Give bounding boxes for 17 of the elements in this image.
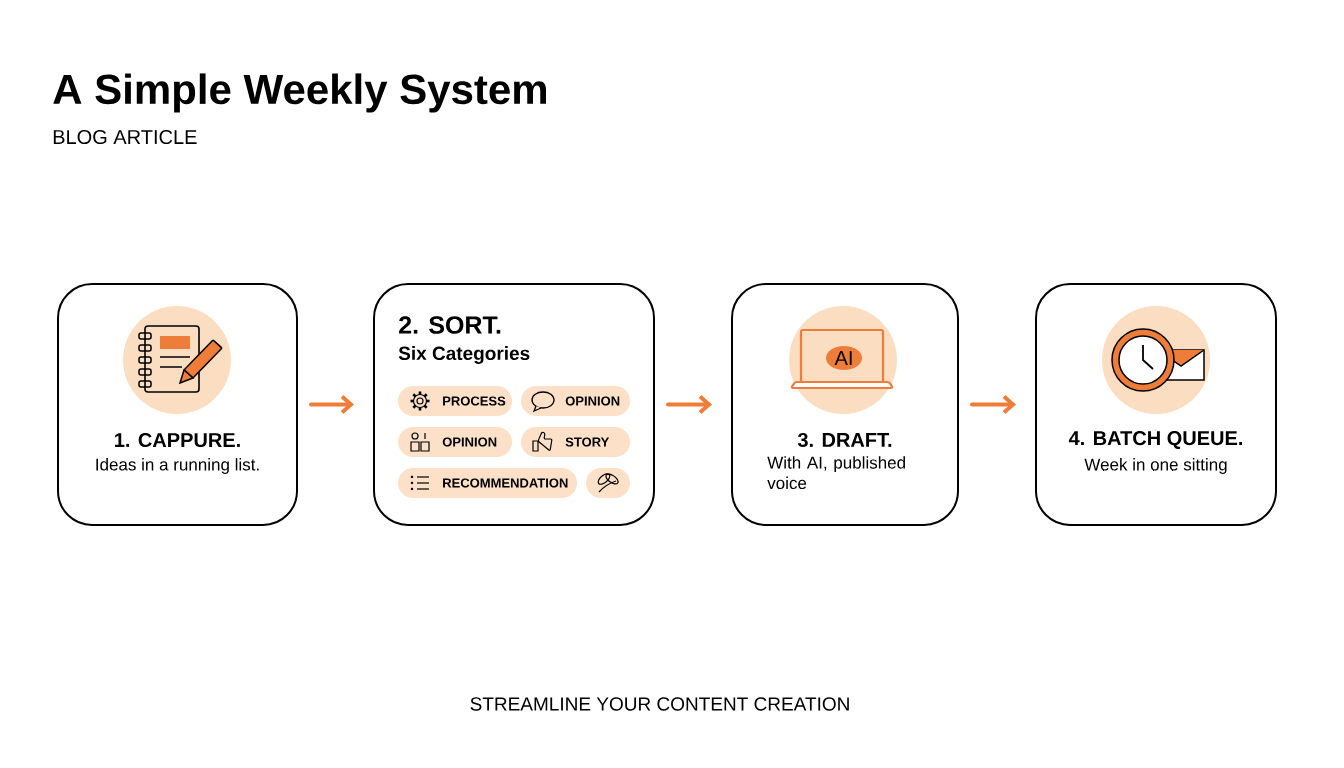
category-tag: PROCESS (398, 386, 512, 416)
subtitle: BLOG ARTICLE (53, 129, 197, 145)
arrow (309, 395, 354, 414)
category-tag: RECOMMENDATION (398, 468, 577, 498)
arrow (666, 395, 712, 414)
step-description: Ideas in a running list. (96, 458, 259, 474)
step-description: Week in one sitting (1084, 458, 1227, 474)
step-subtitle: Six Categories (398, 346, 530, 364)
title: A Simple Weekly System (53, 73, 546, 113)
step-title: 3. DRAFT. (797, 432, 892, 448)
step-title: 2. SORT. (399, 316, 501, 334)
step-title: 1. CAPPURE. (115, 432, 240, 448)
step-description: With AI, published voice (767, 456, 905, 490)
step-title: 4. BATCH QUEUE. (1068, 431, 1242, 449)
caption: STREAMLINE YOUR CONTENT CREATION (470, 697, 849, 711)
icon-label: AI (834, 351, 852, 365)
arrow (970, 395, 1016, 414)
